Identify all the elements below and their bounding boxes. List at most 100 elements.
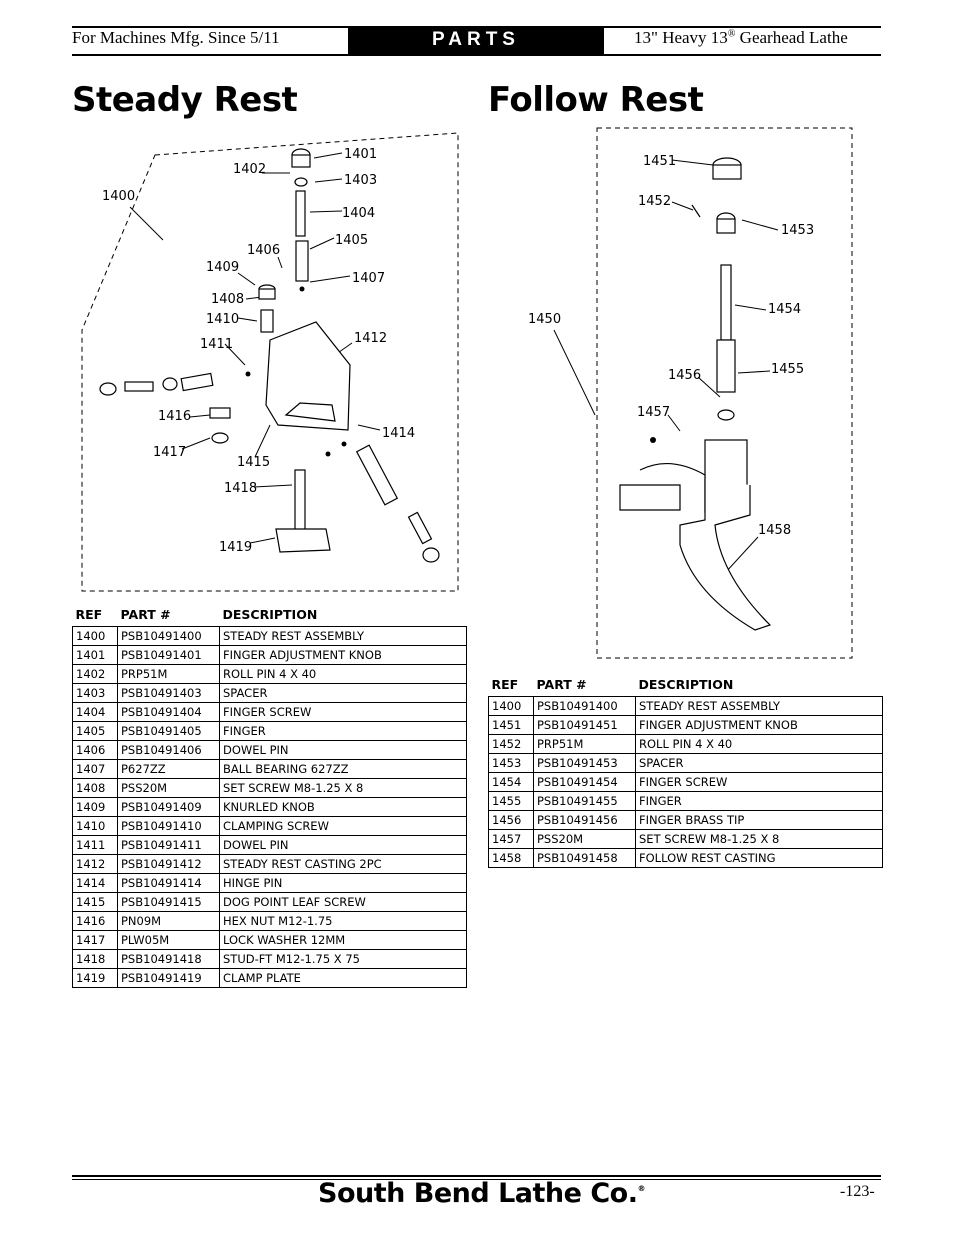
page-number: -123- bbox=[840, 1183, 875, 1200]
cell-ref: 1407 bbox=[72, 759, 118, 779]
header-machine-date: For Machines Mfg. Since 5/11 bbox=[72, 28, 280, 47]
cell-description: SET SCREW M8-1.25 X 8 bbox=[219, 778, 467, 798]
header-model-reg: ® bbox=[727, 28, 736, 40]
cell-part-number: PSB10491400 bbox=[117, 626, 220, 646]
cell-description: CLAMP PLATE bbox=[219, 968, 467, 988]
cell-part-number: PRP51M bbox=[533, 734, 636, 754]
cell-part-number: PSB10491400 bbox=[533, 696, 636, 716]
cell-ref: 1454 bbox=[488, 772, 534, 792]
cell-description: FOLLOW REST CASTING bbox=[635, 848, 883, 868]
footer-rule-thick bbox=[72, 1175, 881, 1177]
callout-1401: 1401 bbox=[344, 147, 377, 162]
cell-part-number: PSB10491454 bbox=[533, 772, 636, 792]
cell-description: SET SCREW M8-1.25 X 8 bbox=[635, 829, 883, 849]
cell-description: FINGER bbox=[635, 791, 883, 811]
cell-description: LOCK WASHER 12MM bbox=[219, 930, 467, 950]
cell-part-number: PSB10491453 bbox=[533, 753, 636, 773]
col-header-description: DESCRIPTION bbox=[638, 677, 734, 692]
cell-ref: 1400 bbox=[72, 626, 118, 646]
follow-rest-diagram: 1451 1452 1453 1454 1455 1456 1457 1450 … bbox=[528, 127, 853, 659]
cell-ref: 1452 bbox=[488, 734, 534, 754]
cell-description: DOWEL PIN bbox=[219, 835, 467, 855]
footer-brand: South Bend Lathe Co.® bbox=[318, 1178, 645, 1209]
cell-description: SPACER bbox=[219, 683, 467, 703]
table-header-row: REF PART # DESCRIPTION bbox=[489, 677, 883, 697]
cell-part-number: PSS20M bbox=[533, 829, 636, 849]
cell-description: STUD-FT M12-1.75 X 75 bbox=[219, 949, 467, 969]
cell-part-number: PSB10491411 bbox=[117, 835, 220, 855]
cell-description: FINGER ADJUSTMENT KNOB bbox=[635, 715, 883, 735]
callout-1405: 1405 bbox=[335, 233, 368, 248]
cell-description: FINGER BRASS TIP bbox=[635, 810, 883, 830]
cell-part-number: PSB10491415 bbox=[117, 892, 220, 912]
cell-description: FINGER ADJUSTMENT KNOB bbox=[219, 645, 467, 665]
cell-ref: 1412 bbox=[72, 854, 118, 874]
cell-description: FINGER bbox=[219, 721, 467, 741]
cell-ref: 1409 bbox=[72, 797, 118, 817]
cell-description: SPACER bbox=[635, 753, 883, 773]
callout-1457: 1457 bbox=[637, 405, 670, 420]
cell-part-number: PSB10491410 bbox=[117, 816, 220, 836]
cell-ref: 1418 bbox=[72, 949, 118, 969]
col-header-part: PART # bbox=[536, 677, 587, 692]
cell-part-number: PSB10491455 bbox=[533, 791, 636, 811]
cell-ref: 1453 bbox=[488, 753, 534, 773]
callout-1414: 1414 bbox=[382, 426, 415, 441]
cell-description: CLAMPING SCREW bbox=[219, 816, 467, 836]
callout-1454: 1454 bbox=[768, 302, 801, 317]
cell-part-number: PSB10491405 bbox=[117, 721, 220, 741]
cell-description: KNURLED KNOB bbox=[219, 797, 467, 817]
callout-1455: 1455 bbox=[771, 362, 804, 377]
callout-1411: 1411 bbox=[200, 337, 233, 352]
section-title-parts: PARTS bbox=[348, 26, 604, 54]
cell-part-number: PRP51M bbox=[117, 664, 220, 684]
callout-1404: 1404 bbox=[342, 206, 375, 221]
cell-part-number: PSB10491406 bbox=[117, 740, 220, 760]
cell-ref: 1402 bbox=[72, 664, 118, 684]
callout-1402: 1402 bbox=[233, 162, 266, 177]
cell-description: HEX NUT M12-1.75 bbox=[219, 911, 467, 931]
cell-part-number: PSB10491419 bbox=[117, 968, 220, 988]
callout-1412: 1412 bbox=[354, 331, 387, 346]
cell-description: ROLL PIN 4 X 40 bbox=[219, 664, 467, 684]
cell-ref: 1400 bbox=[488, 696, 534, 716]
brand-reg: ® bbox=[637, 1184, 645, 1193]
cell-part-number: PSB10491404 bbox=[117, 702, 220, 722]
cell-ref: 1405 bbox=[72, 721, 118, 741]
steady-rest-diagram: 1400 1401 1402 1403 1404 1405 1406 1407 … bbox=[81, 132, 459, 592]
header-model-prefix: 13" Heavy 13 bbox=[634, 28, 728, 47]
callout-1400: 1400 bbox=[102, 189, 135, 204]
callout-1458: 1458 bbox=[758, 523, 791, 538]
cell-part-number: PN09M bbox=[117, 911, 220, 931]
cell-description: STEADY REST ASSEMBLY bbox=[635, 696, 883, 716]
cell-part-number: PSS20M bbox=[117, 778, 220, 798]
cell-ref: 1411 bbox=[72, 835, 118, 855]
follow-rest-callouts: 1451 1452 1453 1454 1455 1456 1457 1450 … bbox=[528, 154, 814, 538]
brand-name: South Bend Lathe Co. bbox=[318, 1178, 638, 1209]
col-header-ref: REF bbox=[75, 607, 103, 622]
cell-description: BALL BEARING 627ZZ bbox=[219, 759, 467, 779]
steady-rest-callouts: 1400 1401 1402 1403 1404 1405 1406 1407 … bbox=[102, 147, 415, 555]
cell-ref: 1451 bbox=[488, 715, 534, 735]
cell-ref: 1406 bbox=[72, 740, 118, 760]
cell-description: STEADY REST CASTING 2PC bbox=[219, 854, 467, 874]
cell-part-number: PLW05M bbox=[117, 930, 220, 950]
header-model: 13" Heavy 13® Gearhead Lathe bbox=[634, 28, 848, 48]
cell-ref: 1455 bbox=[488, 791, 534, 811]
callout-1416: 1416 bbox=[158, 409, 191, 424]
